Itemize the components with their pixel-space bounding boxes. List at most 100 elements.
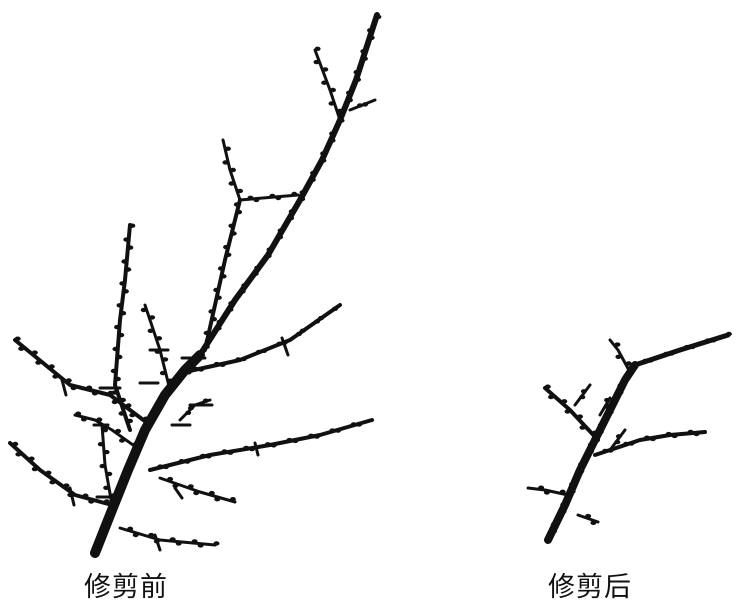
bud: [228, 223, 235, 228]
bud: [224, 146, 231, 151]
bud: [322, 67, 329, 72]
branch-before-pruning: [8, 12, 380, 558]
bud: [159, 370, 166, 376]
bud: [88, 499, 95, 504]
bud: [578, 462, 585, 467]
bud: [356, 422, 363, 427]
bud: [320, 158, 327, 163]
bud: [665, 431, 672, 437]
bud: [106, 471, 113, 477]
bud: [213, 361, 220, 367]
bud: [276, 341, 283, 346]
bud: [222, 160, 229, 165]
bud: [172, 483, 179, 488]
bud: [147, 328, 154, 333]
bud: [103, 499, 110, 504]
bud: [704, 338, 711, 343]
bud: [544, 384, 551, 389]
bud: [321, 80, 328, 85]
bud: [129, 453, 136, 458]
bud: [114, 376, 121, 382]
bud: [288, 215, 295, 221]
bud: [277, 228, 284, 233]
bud: [329, 138, 336, 143]
bud: [167, 476, 174, 482]
bud: [668, 351, 675, 356]
bud: [329, 131, 336, 136]
bud: [629, 364, 636, 370]
bud: [308, 433, 315, 438]
bud: [625, 361, 632, 366]
bud: [228, 301, 235, 306]
bud: [314, 46, 321, 51]
bud: [247, 195, 254, 200]
bud: [614, 439, 621, 445]
bud: [291, 191, 298, 197]
bud: [203, 330, 210, 336]
bud: [167, 378, 174, 383]
bud: [113, 501, 120, 506]
bud: [213, 287, 220, 293]
bud: [683, 344, 690, 350]
bud: [548, 394, 554, 400]
bud: [299, 190, 306, 195]
bud: [175, 541, 182, 546]
bud: [361, 56, 368, 61]
bud: [118, 332, 125, 338]
bud: [185, 365, 192, 371]
bud: [597, 429, 604, 434]
bud: [52, 374, 59, 379]
bud: [120, 397, 126, 403]
bud: [579, 425, 586, 430]
bud: [115, 428, 122, 434]
bud: [148, 413, 155, 418]
bud: [292, 438, 299, 444]
bud: [362, 102, 369, 107]
bud: [199, 453, 206, 459]
bud: [261, 348, 268, 353]
bud: [75, 411, 82, 416]
bud: [561, 399, 568, 404]
bud: [178, 459, 185, 464]
bud: [193, 490, 200, 496]
bud: [221, 449, 228, 454]
bud: [588, 449, 594, 454]
bud: [118, 411, 125, 416]
bud: [227, 307, 234, 312]
bud: [230, 231, 237, 236]
bud: [299, 196, 306, 202]
bud: [205, 454, 212, 459]
bud: [185, 370, 192, 375]
bud: [693, 431, 700, 437]
bud: [111, 399, 118, 405]
bud: [346, 90, 352, 96]
bud: [335, 428, 341, 433]
bud: [96, 417, 103, 422]
bud: [310, 170, 317, 176]
bud: [265, 253, 272, 259]
bud: [70, 385, 77, 391]
bud: [687, 429, 694, 435]
bud: [353, 70, 360, 75]
buds: [12, 14, 732, 548]
bud: [356, 103, 363, 108]
bud: [295, 331, 302, 337]
bud: [82, 493, 89, 498]
bud: [102, 428, 108, 433]
bud: [148, 532, 155, 538]
bud: [689, 344, 696, 350]
bud: [628, 441, 635, 446]
bud: [156, 336, 163, 341]
bud: [330, 87, 336, 93]
bud: [159, 394, 166, 399]
bud: [185, 410, 192, 415]
bud: [111, 390, 118, 395]
bud: [91, 391, 98, 396]
bud: [253, 197, 260, 203]
bud: [172, 380, 179, 386]
bud: [14, 336, 21, 341]
bud: [286, 437, 293, 443]
bud: [299, 328, 306, 333]
bud: [215, 326, 222, 331]
bud: [587, 442, 594, 447]
